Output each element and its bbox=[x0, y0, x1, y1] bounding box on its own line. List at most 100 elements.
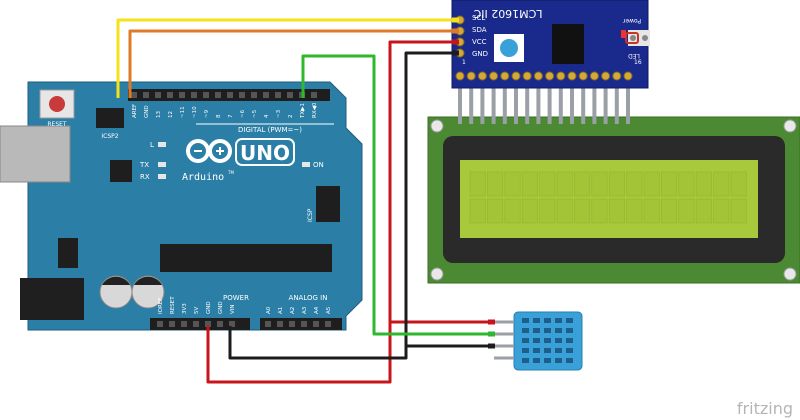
i2c-bottom-pad bbox=[612, 71, 622, 81]
lcd-pin bbox=[536, 88, 541, 124]
lcd-char-cell bbox=[539, 171, 556, 197]
digital-pin-label: AREF bbox=[132, 104, 138, 118]
i2c-bottom-pad bbox=[511, 71, 521, 81]
digital-pin bbox=[179, 92, 185, 98]
analog-pin-label: A1 bbox=[278, 307, 284, 314]
dht-vent bbox=[555, 348, 562, 353]
lcd-header-pins bbox=[458, 88, 630, 124]
lcd-pin bbox=[458, 88, 462, 124]
analog-pin-label: A5 bbox=[326, 306, 332, 314]
lcd-pin bbox=[547, 88, 552, 124]
digital-pin-label: ~3 bbox=[276, 109, 282, 118]
dht-vent bbox=[522, 338, 529, 343]
fritzing-watermark: fritzing bbox=[737, 399, 793, 418]
lcd-pin bbox=[480, 88, 485, 124]
i2c-led-label: LED bbox=[628, 52, 640, 59]
i2c-bottom-pad bbox=[556, 71, 566, 81]
digital-pin bbox=[191, 92, 197, 98]
lcd-char-cell bbox=[643, 198, 660, 224]
power-pin-label: 3V3 bbox=[182, 303, 188, 314]
power-pin-label: RESET bbox=[170, 296, 176, 314]
lcd-char-cell bbox=[487, 198, 504, 224]
lcd-char-cell bbox=[487, 171, 504, 197]
voltage-regulator bbox=[58, 238, 78, 268]
arduino-logo-text: Arduino bbox=[182, 172, 224, 183]
dc-power-jack bbox=[20, 278, 84, 320]
power-label: POWER bbox=[223, 294, 249, 302]
atmega-chip bbox=[160, 244, 332, 272]
wire-scl-yellow bbox=[116, 18, 458, 98]
digital-pin bbox=[275, 92, 281, 98]
arduino-tm: TM bbox=[227, 170, 234, 175]
uno-badge bbox=[235, 138, 295, 166]
wire-gnd-black bbox=[228, 51, 458, 360]
power-pin-label: VIN bbox=[230, 305, 236, 315]
lcd-char-cell bbox=[678, 198, 695, 224]
digital-pin bbox=[167, 92, 173, 98]
lcd-char-cell bbox=[643, 171, 660, 197]
lcd-char-cell bbox=[469, 171, 486, 197]
dht-vent bbox=[544, 318, 551, 323]
digital-pin-label: RX◀0 bbox=[312, 102, 318, 118]
power-pin bbox=[205, 321, 211, 327]
wire-end-cap bbox=[488, 331, 495, 337]
lcd-char-cell bbox=[591, 171, 608, 197]
digital-pin bbox=[311, 92, 317, 98]
lcd-mount-hole bbox=[783, 119, 797, 133]
lcd-char-cell bbox=[626, 198, 643, 224]
digital-pin-label: ~10 bbox=[192, 106, 198, 118]
lcd-pin bbox=[558, 88, 563, 124]
lcd-pin bbox=[581, 88, 586, 124]
l-led-label: L bbox=[150, 141, 154, 149]
dht-vent bbox=[555, 318, 562, 323]
usb-connector bbox=[0, 125, 71, 183]
lcd-char-cell bbox=[730, 171, 747, 197]
icsp2-label: ICSP2 bbox=[101, 133, 118, 140]
lcd-pin bbox=[469, 88, 474, 124]
lcd-char-cell bbox=[574, 198, 591, 224]
dht-vent bbox=[522, 348, 529, 353]
digital-pin-label: ~9 bbox=[204, 109, 210, 118]
dht-vent bbox=[544, 328, 551, 333]
wire-end-cap bbox=[452, 28, 459, 34]
digital-pwm-label: DIGITAL (PWM=~) bbox=[238, 126, 302, 134]
wire-sda-orange bbox=[128, 29, 458, 98]
analog-pin bbox=[277, 321, 283, 327]
lcd-char-cell bbox=[695, 198, 712, 224]
lcd-char-cell bbox=[730, 198, 747, 224]
wire-end-cap bbox=[452, 17, 459, 23]
power-led bbox=[621, 30, 626, 38]
i2c-pin-vcc-label: VCC bbox=[472, 38, 487, 46]
digital-pin bbox=[131, 92, 137, 98]
dht-vent bbox=[533, 348, 540, 353]
lcd-char-cell bbox=[556, 198, 573, 224]
digital-pin-label: ~11 bbox=[180, 106, 186, 118]
dht-vent bbox=[555, 328, 562, 333]
lcd-pin bbox=[626, 88, 630, 124]
dht-vent bbox=[544, 358, 551, 363]
rx-led-label: RX bbox=[140, 173, 150, 181]
i2c-bottom-pad bbox=[455, 71, 465, 81]
lcd-mount-hole bbox=[430, 267, 444, 281]
i2c-pin-scl-label: SCL bbox=[472, 14, 485, 22]
icsp2-header bbox=[96, 108, 124, 128]
lcd-char-cell bbox=[713, 198, 730, 224]
lcd-char-cell bbox=[521, 171, 538, 197]
i2c-bottom-pad bbox=[589, 71, 599, 81]
digital-pin bbox=[263, 92, 269, 98]
arduino-logo bbox=[186, 139, 232, 163]
power-pin bbox=[193, 321, 199, 327]
dht-vent bbox=[566, 338, 573, 343]
dht-leg bbox=[494, 344, 514, 348]
lcd-char-cell bbox=[608, 198, 625, 224]
digital-pin bbox=[143, 92, 149, 98]
analog-pin-label: A0 bbox=[266, 306, 272, 314]
i2c-pin-16-label: 16 bbox=[634, 59, 642, 66]
digital-pin-label: 8 bbox=[216, 114, 222, 118]
wire-end-cap bbox=[488, 343, 495, 349]
wire-end-cap bbox=[452, 50, 459, 56]
lcd-char-cell bbox=[713, 171, 730, 197]
dht-vent bbox=[522, 318, 529, 323]
lcd-char-cell bbox=[504, 198, 521, 224]
